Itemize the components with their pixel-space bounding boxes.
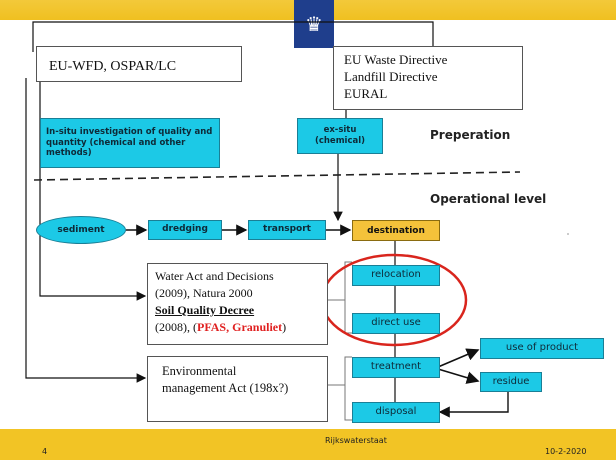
organization-name: Rijkswaterstaat xyxy=(325,436,387,445)
water-act-line4: (2008), (PFAS, Granuliet) xyxy=(155,320,287,334)
direct-use-text: direct use xyxy=(371,317,421,329)
dredging-node: dredging xyxy=(148,220,222,240)
operational-level-label: Operational level xyxy=(430,192,547,206)
water-act-box: Water Act and Decisions (2009), Natura 2… xyxy=(147,263,328,345)
relocation-node: relocation xyxy=(352,265,440,286)
residue-text: residue xyxy=(492,375,530,387)
preparation-label: Preperation xyxy=(430,128,511,142)
environmental-act-box: Environmental management Act (198x?) xyxy=(147,356,328,422)
env-line2: management Act (198x?) xyxy=(162,381,289,395)
slide-date: 10-2-2020 xyxy=(545,447,587,456)
exsitu-text: ex-situ (chemical) xyxy=(314,125,366,146)
landfill-directive-text: Landfill Directive xyxy=(344,69,438,84)
direct-use-node: direct use xyxy=(352,313,440,334)
footer-bar: 4 Rijkswaterstaat 10-2-2020 xyxy=(0,429,616,460)
dredging-text: dredging xyxy=(162,224,208,235)
crown-logo-icon: ♛ xyxy=(294,0,334,48)
env-line1: Environmental xyxy=(162,364,237,378)
eu-wfd-box: EU-WFD, OSPAR/LC xyxy=(36,46,242,82)
sediment-text: sediment xyxy=(57,225,105,235)
destination-text: destination xyxy=(367,225,425,236)
sediment-node: sediment xyxy=(36,216,126,244)
relocation-text: relocation xyxy=(371,269,421,281)
insitu-text: In-situ investigation of quality and qua… xyxy=(46,127,213,159)
residue-node: residue xyxy=(480,372,542,392)
water-act-line2: (2009), Natura 2000 xyxy=(155,286,253,300)
eural-text: EURAL xyxy=(344,86,388,101)
eu-waste-directive-box: EU Waste Directive Landfill Directive EU… xyxy=(333,46,523,110)
destination-node: destination xyxy=(352,220,440,241)
page-number: 4 xyxy=(42,447,48,456)
transport-text: transport xyxy=(263,224,311,235)
waste-directive-text: EU Waste Directive xyxy=(344,52,448,67)
exsitu-box: ex-situ (chemical) xyxy=(297,118,383,154)
water-act-line1: Water Act and Decisions xyxy=(155,269,274,283)
transport-node: transport xyxy=(248,220,326,240)
eu-wfd-text: EU-WFD, OSPAR/LC xyxy=(49,59,177,74)
disposal-node: disposal xyxy=(352,402,440,423)
use-of-product-node: use of product xyxy=(480,338,604,359)
pfas-granuliet-highlight: PFAS, Granuliet xyxy=(197,320,283,334)
treatment-node: treatment xyxy=(352,357,440,378)
treatment-text: treatment xyxy=(370,361,422,373)
disposal-text: disposal xyxy=(375,406,417,418)
soil-quality-decree: Soil Quality Decree xyxy=(155,303,255,317)
use-of-product-text: use of product xyxy=(505,342,579,354)
insitu-investigation-box: In-situ investigation of quality and qua… xyxy=(40,118,220,168)
